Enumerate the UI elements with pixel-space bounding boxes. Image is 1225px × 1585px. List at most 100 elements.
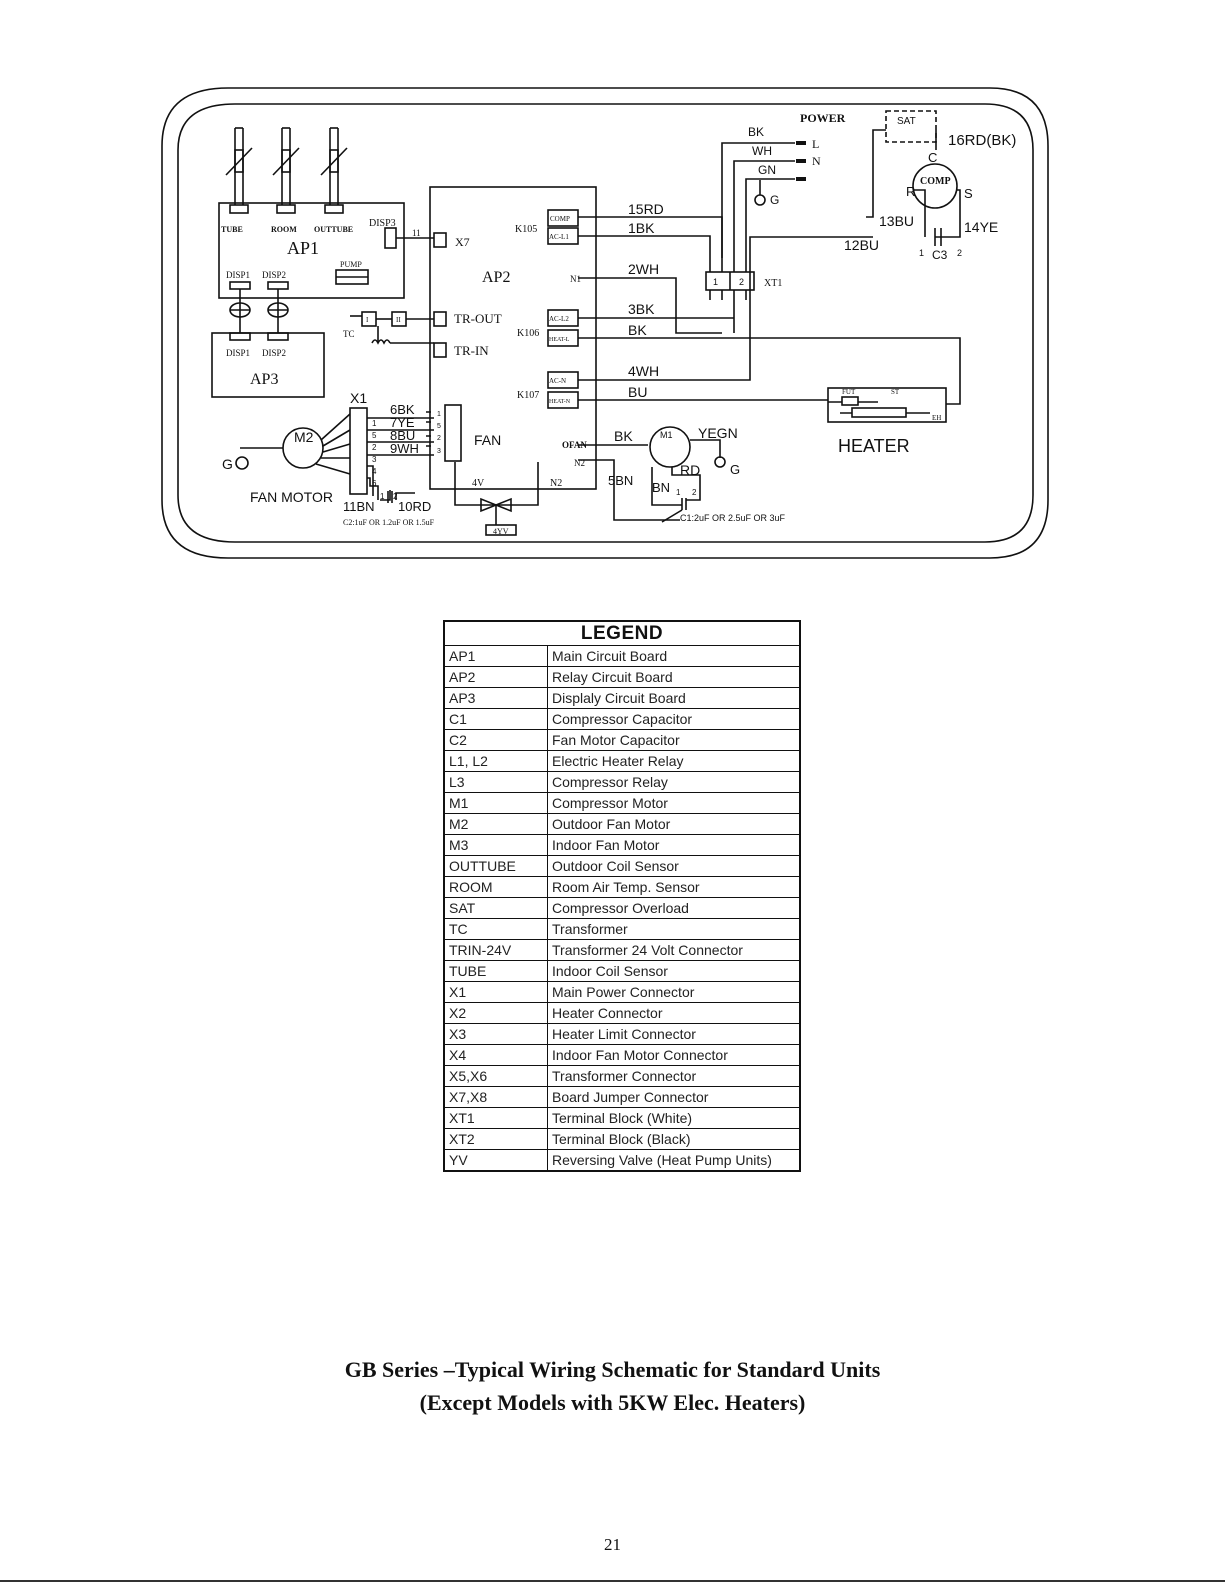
legend-description: Displaly Circuit Board <box>547 687 801 709</box>
wire-8bu-label: 8BU <box>390 428 415 443</box>
legend-code: X3 <box>443 1023 548 1045</box>
ap2-label: AP2 <box>482 269 510 286</box>
legend-code: M2 <box>443 813 548 835</box>
compressor <box>912 163 958 209</box>
legend-description: Reversing Valve (Heat Pump Units) <box>547 1149 801 1172</box>
legend-description: Terminal Block (White) <box>547 1107 801 1129</box>
legend-code: AP3 <box>443 687 548 709</box>
c3-pin1: 1 <box>919 248 924 258</box>
legend-description: Indoor Coil Sensor <box>547 960 801 982</box>
legend-description: Indoor Fan Motor Connector <box>547 1044 801 1066</box>
caption-line-1: GB Series –Typical Wiring Schematic for … <box>344 1357 881 1382</box>
x1-label: X1 <box>350 390 367 406</box>
ap3-disp1-label: DISP1 <box>226 348 250 358</box>
legend-description: Compressor Overload <box>547 897 801 919</box>
room-label: ROOM <box>271 225 297 234</box>
wire-5bn-label: 5BN <box>608 473 633 488</box>
tc-roman-2: II <box>396 316 401 324</box>
relay-heat-n-label: HEAT-N <box>549 399 571 405</box>
c2-pin1: 1 <box>380 492 385 501</box>
tr-out-connector <box>433 311 447 327</box>
caption-line-2: (Except Models with 5KW Elec. Heaters) <box>419 1390 806 1415</box>
disp3-label: DISP3 <box>369 218 396 229</box>
legend-code: C2 <box>443 729 548 751</box>
x1-pin5: 5 <box>372 431 377 440</box>
tc-label: TC <box>343 329 355 339</box>
inner-frame <box>177 103 1034 543</box>
n2-label: N2 <box>550 478 562 489</box>
m2-label: M2 <box>294 429 314 445</box>
ofan-label: OFAN <box>562 440 587 450</box>
terminal-n: N <box>812 154 821 168</box>
legend-description: Outdoor Coil Sensor <box>547 855 801 877</box>
legend-code: AP1 <box>443 645 548 667</box>
ap1-disp2-label: DISP2 <box>262 270 286 280</box>
legend-code: TRIN-24V <box>443 939 548 961</box>
legend-description: Compressor Motor <box>547 792 801 814</box>
legend-description: Main Circuit Board <box>547 645 801 667</box>
legend-description: Heater Limit Connector <box>547 1023 801 1045</box>
c1-pin2: 2 <box>692 488 697 497</box>
legend-description: Indoor Fan Motor <box>547 834 801 856</box>
comp-s-label: S <box>964 186 973 201</box>
m1-bn-label: BN <box>652 480 670 495</box>
x1-pin6: 6 <box>372 479 377 488</box>
legend-code: TUBE <box>443 960 548 982</box>
x7-label: X7 <box>455 235 470 249</box>
relay-ac-l2-label: AC-L2 <box>549 315 569 323</box>
wire-7ye-label: 7YE <box>390 415 415 430</box>
legend-code: YV <box>443 1149 548 1172</box>
fut-label: FUT <box>842 388 856 396</box>
ground-g-label: G <box>770 193 779 207</box>
ap3-disp2-label: DISP2 <box>262 348 286 358</box>
wire-10rd-label: 10RD <box>398 499 431 514</box>
x1-pin2: 2 <box>372 443 377 452</box>
c2-pin2: 2 <box>393 492 398 501</box>
outtube-label: OUTTUBE <box>314 225 353 234</box>
comp-c-label: C <box>928 150 937 165</box>
legend-description: Electric Heater Relay <box>547 750 801 772</box>
wire-bk-heat-label: BK <box>628 322 647 338</box>
st-label: ST <box>891 388 900 396</box>
legend-description: Compressor Capacitor <box>547 708 801 730</box>
legend-description: Board Jumper Connector <box>547 1086 801 1108</box>
x1-pin4: 4 <box>372 467 377 476</box>
wire-2wh-label: 2WH <box>628 261 659 277</box>
sat-label: SAT <box>897 116 916 127</box>
wire-9wh-label: 9WH <box>390 441 419 456</box>
legend-code: TC <box>443 918 548 940</box>
power-title: POWER <box>800 111 846 125</box>
legend-description: Main Power Connector <box>547 981 801 1003</box>
legend-code: XT1 <box>443 1107 548 1129</box>
legend-code: X2 <box>443 1002 548 1024</box>
legend-code: AP2 <box>443 666 548 688</box>
legend-code: ROOM <box>443 876 548 898</box>
wire-15rd-label: 15RD <box>628 201 664 217</box>
legend-code: C1 <box>443 708 548 730</box>
legend-description: Transformer Connector <box>547 1065 801 1087</box>
fan-label: FAN <box>474 432 501 448</box>
legend-description: Relay Circuit Board <box>547 666 801 688</box>
legend-code: M1 <box>443 792 548 814</box>
wire-6bk-label: 6BK <box>390 402 415 417</box>
relay-heat-l-label: HEAT-L <box>549 337 570 343</box>
legend-description: Terminal Block (Black) <box>547 1128 801 1150</box>
fan-connector <box>444 404 462 462</box>
legend-description: Transformer <box>547 918 801 940</box>
reversing-valve <box>485 524 517 536</box>
c1-pin1: 1 <box>676 488 681 497</box>
ap1-label: AP1 <box>287 238 319 258</box>
legend-description: Fan Motor Capacitor <box>547 729 801 751</box>
